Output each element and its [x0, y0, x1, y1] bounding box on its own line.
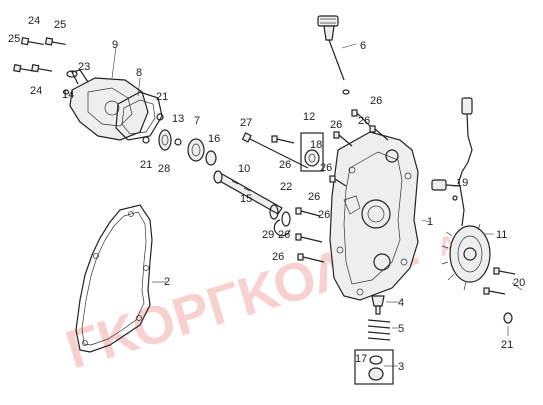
callout-12: 12: [303, 111, 315, 123]
callout-26-g: 26: [278, 229, 290, 241]
callout-26-f: 26: [308, 191, 320, 203]
stator: [441, 223, 491, 291]
callout-17: 17: [355, 353, 367, 365]
callout-21-mid: 21: [140, 159, 152, 171]
callout-13: 13: [172, 113, 184, 125]
callout-23: 23: [78, 61, 90, 73]
callout-18: 18: [310, 139, 322, 151]
dowel-pin: [503, 312, 513, 324]
cover-bolts: [271, 109, 389, 263]
long-cover-bolt: [241, 132, 309, 169]
callout-21-right: 21: [501, 339, 513, 351]
callout-19: 19: [456, 177, 468, 189]
callout-27: 27: [240, 117, 252, 129]
callout-22: 22: [280, 181, 292, 193]
callout-21-top: 21: [156, 91, 168, 103]
callout-26-e: 26: [320, 162, 332, 174]
callout-1: 1: [427, 216, 433, 228]
callout-25-left: 25: [8, 33, 20, 45]
callout-26-h: 26: [272, 251, 284, 263]
callout-20: 20: [513, 277, 525, 289]
oil-seal-group: [300, 132, 324, 172]
crankcase-cover-gasket: [75, 204, 153, 353]
callout-26-c: 26: [358, 115, 370, 127]
wire-harness: [431, 97, 473, 227]
stator-bolts: [483, 267, 516, 295]
callout-2: 2: [164, 276, 170, 288]
callout-3: 3: [398, 361, 404, 373]
oil-strainer-set: [354, 295, 394, 385]
callout-26-a: 26: [370, 95, 382, 107]
callout-6: 6: [360, 40, 366, 52]
callout-24-bottom: 24: [30, 85, 42, 97]
callout-9: 9: [112, 39, 118, 51]
callout-14: 14: [62, 89, 74, 101]
callout-26-d: 26: [279, 159, 291, 171]
small-o-ring: [62, 70, 78, 95]
callout-5: 5: [398, 323, 404, 335]
callout-16: 16: [208, 133, 220, 145]
callout-10: 10: [238, 163, 250, 175]
oil-dipstick: [317, 15, 350, 95]
callout-24-top: 24: [28, 15, 40, 27]
crankcase-cover: [329, 131, 419, 301]
callout-4: 4: [398, 297, 404, 309]
leader-lines: [111, 43, 523, 367]
pump-seals-and-bearings: [142, 113, 217, 166]
callout-8: 8: [136, 67, 142, 79]
pump-cover-seal: [115, 91, 163, 141]
callout-labels: 1 2 3 4 5 6 7 8 9 10 11 12 13 14 15 16 1…: [8, 15, 525, 373]
water-pump-housing: [69, 69, 149, 141]
circlip: [273, 219, 291, 237]
callout-7: 7: [194, 115, 200, 127]
callout-11: 11: [496, 229, 507, 241]
callout-26-b: 26: [330, 119, 342, 131]
callout-25-top: 25: [54, 19, 66, 31]
pump-bolts: [13, 36, 66, 73]
callout-15: 15: [240, 193, 252, 205]
callout-29: 29: [262, 229, 274, 241]
callout-26-i: 26: [318, 209, 330, 221]
callout-28: 28: [158, 163, 170, 175]
water-pump-shaft: [213, 170, 291, 227]
